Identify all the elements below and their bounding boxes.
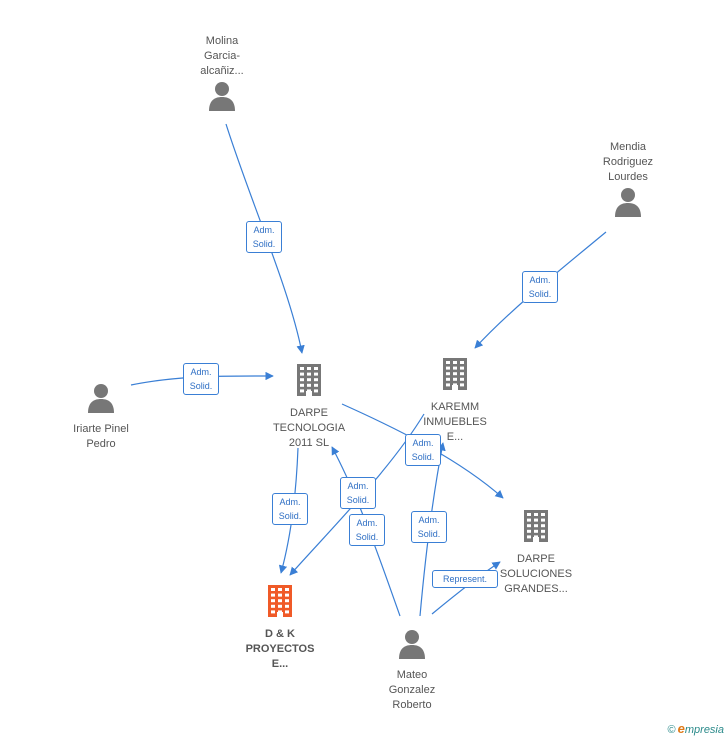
edge-label-line: Represent.	[442, 574, 488, 584]
edge-label-line: Solid.	[528, 289, 552, 299]
node-label-line: Mateo	[396, 669, 428, 681]
node-darpe_sol[interactable]: DARPE SOLUCIONES GRANDES...	[481, 509, 591, 597]
edge-label-line: Solid.	[189, 381, 213, 391]
person-icon	[167, 81, 277, 116]
node-label-line: Mendia	[609, 141, 647, 153]
brand-watermark: ©empresia	[668, 721, 724, 736]
edge-label-iriarte-to-darpe_tec[interactable]: Adm. Solid.	[183, 363, 219, 395]
node-label-line: INMUEBLES	[423, 416, 487, 428]
edge-label-molina-to-darpe_tec[interactable]: Adm. Solid.	[246, 221, 282, 253]
building-icon	[481, 509, 591, 548]
node-label-line: Roberto	[392, 699, 432, 711]
node-label-line: D & K	[265, 628, 295, 640]
node-label: DARPE TECNOLOGIA 2011 SL	[254, 406, 364, 451]
building-icon	[254, 363, 364, 402]
node-label-line: alcañiz...	[200, 65, 244, 77]
edge-label-darpe_tec-to-darpe_sol[interactable]: Adm. Solid.	[405, 434, 441, 466]
building-icon	[225, 584, 335, 623]
brand-name: mpresia	[684, 724, 724, 736]
node-label-line: TECNOLOGIA	[272, 422, 346, 434]
node-dk[interactable]: D & K PROYECTOS E...	[225, 584, 335, 672]
edge-label-mateo-to-darpe_tec[interactable]: Adm. Solid.	[349, 514, 385, 546]
edge-label-line: Solid.	[346, 495, 370, 505]
node-label-line: E...	[446, 431, 464, 443]
edge-label-line: Adm.	[356, 518, 378, 528]
node-label-line: KAREMM	[430, 401, 480, 413]
edge-label-line: Adm.	[347, 481, 369, 491]
node-label-line: DARPE	[517, 553, 555, 565]
node-label-line: Gonzalez	[388, 684, 436, 696]
copyright-icon: ©	[667, 724, 676, 736]
node-label-line: Garcia-	[203, 50, 241, 62]
person-icon	[573, 187, 683, 222]
node-label-line: SOLUCIONES	[499, 568, 573, 580]
building-icon	[400, 357, 510, 396]
node-label-line: E...	[271, 658, 289, 670]
edge-label-line: Adm.	[412, 438, 434, 448]
edge-label-karemm-to-dk[interactable]: Adm. Solid.	[340, 477, 376, 509]
edge-label-line: Adm.	[190, 367, 212, 377]
person-icon	[46, 383, 156, 418]
edge-label-mateo-to-darpe_sol[interactable]: Represent.	[432, 570, 498, 588]
node-label-line: Iriarte Pinel	[73, 423, 129, 435]
edge-label-line: Solid.	[417, 529, 441, 539]
node-label: D & K PROYECTOS E...	[225, 627, 335, 672]
node-label-line: Pedro	[86, 438, 116, 450]
edge-label-mateo-to-karemm[interactable]: Adm. Solid.	[411, 511, 447, 543]
edge-label-line: Adm.	[279, 497, 301, 507]
node-label-line: GRANDES...	[504, 583, 568, 595]
node-label: KAREMM INMUEBLES E...	[400, 400, 510, 445]
node-label-line: DARPE	[290, 407, 328, 419]
node-label-line: Molina	[205, 35, 239, 47]
node-label: DARPE SOLUCIONES GRANDES...	[481, 552, 591, 597]
edge-label-darpe_tec-to-dk[interactable]: Adm. Solid.	[272, 493, 308, 525]
edge-label-line: Solid.	[278, 511, 302, 521]
node-label-line: Rodriguez	[602, 156, 654, 168]
node-label-line: PROYECTOS	[245, 643, 315, 655]
node-darpe_tec[interactable]: DARPE TECNOLOGIA 2011 SL	[254, 363, 364, 451]
node-label-line: Lourdes	[608, 171, 648, 183]
edge-label-line: Adm.	[418, 515, 440, 525]
node-label-line: 2011 SL	[288, 437, 330, 449]
brand-initial: e	[677, 721, 685, 736]
edge-label-line: Solid.	[411, 452, 435, 462]
edge-label-line: Adm.	[253, 225, 275, 235]
edge-label-line: Solid.	[252, 239, 276, 249]
edge-label-mendia-to-karemm[interactable]: Adm. Solid.	[522, 271, 558, 303]
node-karemm[interactable]: KAREMM INMUEBLES E...	[400, 357, 510, 445]
edge-label-line: Solid.	[355, 532, 379, 542]
person-icon	[357, 629, 467, 664]
edge-label-line: Adm.	[529, 275, 551, 285]
